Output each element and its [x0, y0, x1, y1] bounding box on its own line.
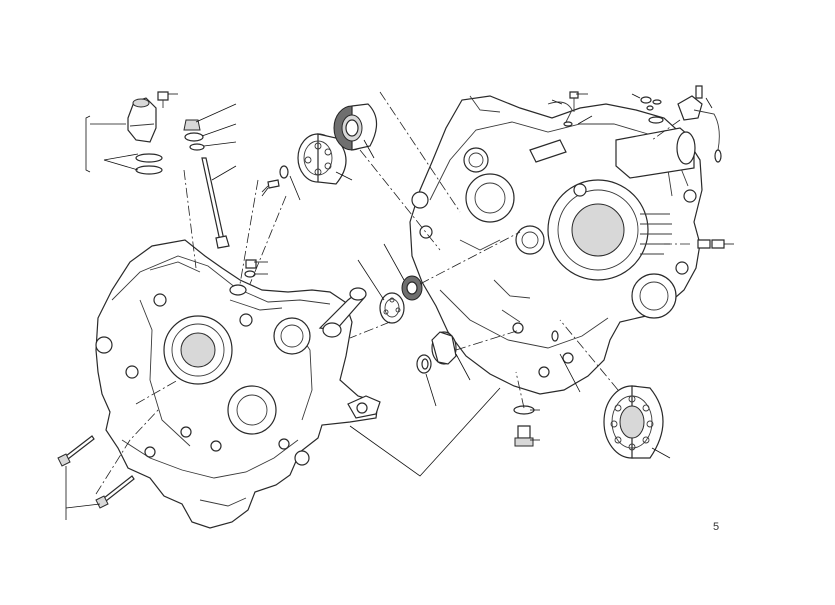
pipe-fitting-top: [547, 91, 579, 127]
crankcase-bolts: [57, 435, 135, 509]
assembly-axes: [95, 91, 690, 495]
outer-bearing: [603, 385, 664, 459]
main-bearing-group: [261, 103, 457, 374]
right-crankcase-half: [409, 95, 703, 395]
small-washers-top-right: [640, 96, 662, 111]
callout-leaders: [65, 93, 734, 520]
oil-pipe-stud-group: [183, 119, 247, 296]
dowel-pins-left: [244, 259, 257, 278]
page-number: 5: [713, 521, 720, 533]
dowel-pins-right: [697, 239, 725, 249]
left-crankcase-half: [95, 239, 381, 529]
breather-valve-group: [85, 91, 169, 175]
sensor-top-right: [648, 85, 722, 163]
drain-plug-group: [513, 330, 559, 447]
